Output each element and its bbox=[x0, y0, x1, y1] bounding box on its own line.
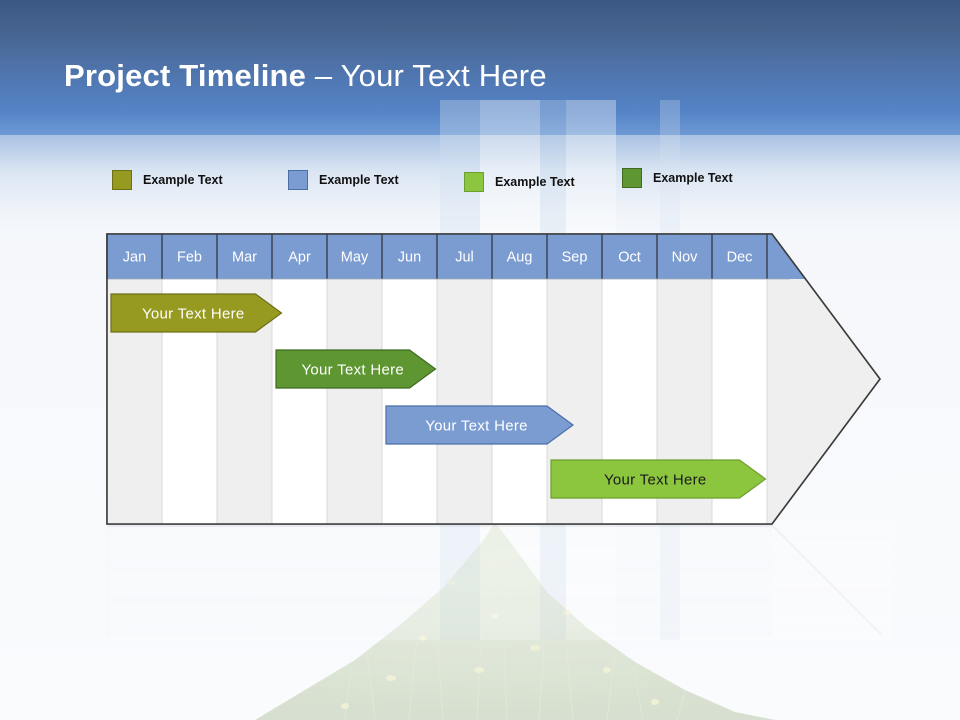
timeline-bar-label: Your Text Here bbox=[142, 306, 245, 323]
month-header-dec: Dec bbox=[727, 250, 753, 266]
legend-item-label: Example Text bbox=[495, 175, 575, 189]
timeline-bar-shape[interactable] bbox=[385, 405, 575, 445]
timeline-column-aug bbox=[492, 279, 547, 524]
legend-item-4: Example Text bbox=[622, 168, 733, 188]
page-title: Project Timeline – Your Text Here bbox=[64, 58, 547, 94]
legend-item-label: Example Text bbox=[653, 171, 733, 185]
timeline-bar-shape[interactable] bbox=[275, 349, 437, 389]
timeline-bar-shape[interactable] bbox=[110, 293, 283, 333]
month-header-mar: Mar bbox=[232, 250, 257, 266]
timeline-column-jul bbox=[437, 279, 492, 524]
timeline-bar-3[interactable]: Your Text Here bbox=[385, 405, 575, 445]
page-title-light: – Your Text Here bbox=[306, 58, 547, 93]
timeline-bar-2[interactable]: Your Text Here bbox=[275, 349, 437, 389]
legend-swatch-icon bbox=[112, 170, 132, 190]
legend-item-3: Example Text bbox=[464, 172, 575, 192]
background-sky-gradient bbox=[0, 0, 960, 135]
legend-swatch-icon bbox=[464, 172, 484, 192]
timeline-column-overhang bbox=[767, 279, 772, 524]
timeline-arrow-outline bbox=[106, 233, 881, 525]
timeline-bar-1[interactable]: Your Text Here bbox=[110, 293, 283, 333]
legend-swatch-icon bbox=[288, 170, 308, 190]
legend-item-1: Example Text bbox=[112, 170, 223, 190]
timeline-bar-shape[interactable] bbox=[550, 459, 767, 499]
timeline-bar-4[interactable]: Your Text Here bbox=[550, 459, 767, 499]
timeline-bar-label: Your Text Here bbox=[604, 472, 707, 489]
timeline-bar-label: Your Text Here bbox=[425, 418, 528, 435]
timeline-header-row bbox=[107, 234, 880, 279]
timeline-column-apr bbox=[272, 279, 327, 524]
legend-item-label: Example Text bbox=[319, 173, 399, 187]
month-header-jan: Jan bbox=[123, 250, 146, 266]
month-header-jul: Jul bbox=[455, 250, 474, 266]
timeline-chart-svg: Jan Feb Mar Apr May Jun Jul Aug Sep Oct Nov DecYour… bbox=[106, 233, 881, 525]
legend-item-label: Example Text bbox=[143, 173, 223, 187]
month-header-may: May bbox=[341, 250, 369, 266]
month-header-oct: Oct bbox=[618, 250, 641, 266]
month-header-apr: Apr bbox=[288, 250, 311, 266]
timeline-column-may bbox=[327, 279, 382, 524]
page-title-strong: Project Timeline bbox=[64, 58, 307, 93]
month-header-sep: Sep bbox=[562, 250, 588, 266]
legend-item-2: Example Text bbox=[288, 170, 399, 190]
month-header-aug: Aug bbox=[507, 250, 533, 266]
month-header-nov: Nov bbox=[672, 250, 699, 266]
timeline-column-jun bbox=[382, 279, 437, 524]
legend-swatch-icon bbox=[622, 168, 642, 188]
month-header-feb: Feb bbox=[177, 250, 202, 266]
month-header-jun: Jun bbox=[398, 250, 421, 266]
timeline-bar-label: Your Text Here bbox=[301, 362, 404, 379]
